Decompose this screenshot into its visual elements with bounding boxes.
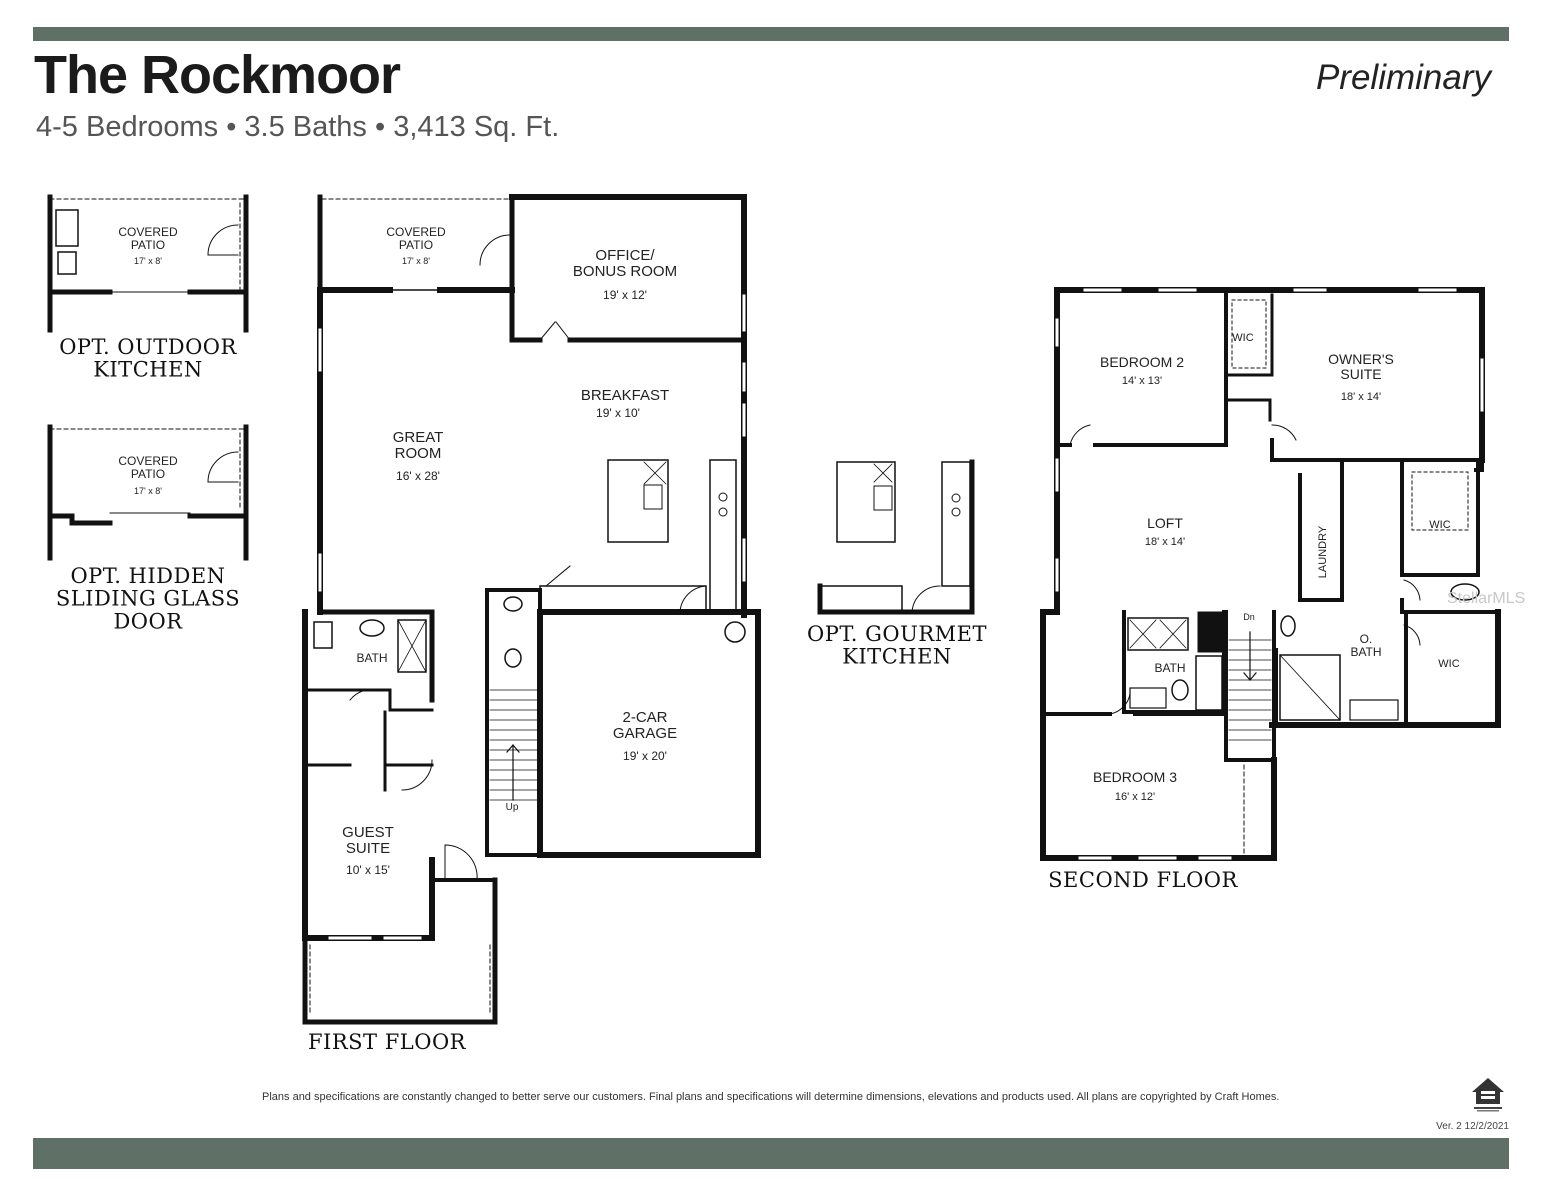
room-label: LOFT [1147, 515, 1183, 531]
room-label: WIC [1429, 519, 1450, 531]
room-label: O.BATH [1350, 632, 1381, 659]
room-size: 19' x 10' [596, 406, 640, 420]
plan-title: The Rockmoor [34, 45, 401, 105]
disclaimer-text: Plans and specifications are constantly … [262, 1091, 1280, 1103]
room-size: 14' x 13' [1122, 375, 1162, 387]
room-label: BATH [1154, 661, 1185, 675]
room-size: 19' x 20' [623, 749, 667, 763]
room-size: 17' x 8' [134, 486, 162, 496]
room-size: 19' x 12' [603, 288, 647, 302]
room-label: WIC [1232, 332, 1253, 344]
floor-caption: FIRST FLOOR [308, 1030, 467, 1054]
room-label: OFFICE/BONUS ROOM [573, 247, 677, 280]
room-size: 18' x 14' [1341, 391, 1381, 403]
bottom-band [33, 1138, 1509, 1169]
top-band [33, 27, 1509, 41]
room-size: 10' x 15' [346, 863, 390, 877]
opt-hidden-door-plan [47, 424, 249, 561]
status-label: Preliminary [1315, 58, 1491, 97]
plan-subtitle: 4-5 Bedrooms • 3.5 Baths • 3,413 Sq. Ft. [36, 111, 560, 143]
watermark: StellarMLS [1447, 590, 1526, 607]
room-label: BEDROOM 2 [1100, 354, 1184, 370]
room-label: BATH [356, 651, 387, 665]
room-size: 18' x 14' [1145, 536, 1185, 548]
room-size: 16' x 28' [396, 469, 440, 483]
opt-gourmet-kitchen-plan [817, 459, 975, 615]
floor-caption: SECOND FLOOR [1048, 868, 1238, 892]
room-label: WIC [1438, 658, 1459, 670]
version-text: Ver. 2 12/2/2021 [1436, 1121, 1509, 1132]
room-size: 17' x 8' [134, 256, 162, 266]
room-size: 17' x 8' [402, 256, 430, 266]
equal-housing-opportunity-icon [1472, 1078, 1504, 1112]
room-label: BREAKFAST [581, 387, 669, 404]
first-floor-plan [302, 194, 761, 1025]
second-floor-plan [1040, 287, 1501, 861]
stair-label: Dn [1243, 612, 1255, 622]
room-label: LAUNDRY [1317, 525, 1329, 578]
room-label: BEDROOM 3 [1093, 769, 1177, 785]
stair-label: Up [506, 802, 519, 813]
room-size: 16' x 12' [1115, 791, 1155, 803]
opt-outdoor-kitchen-plan [47, 194, 249, 333]
